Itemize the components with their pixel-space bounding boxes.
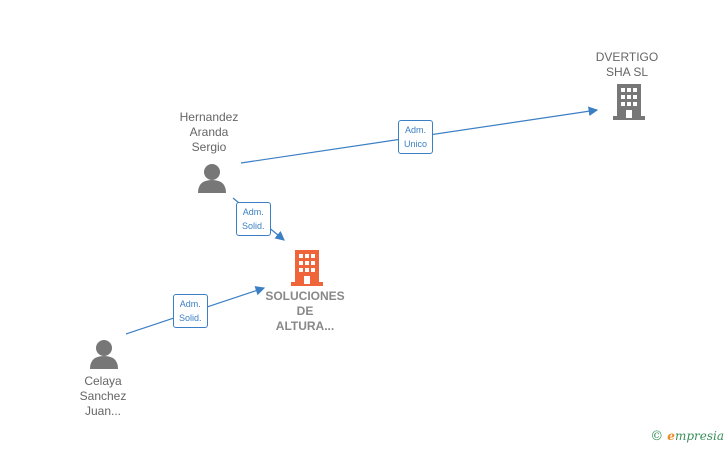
brand-name: mpresia (674, 429, 724, 443)
node-label-soluciones[interactable]: SOLUCIONES DE ALTURA... (265, 289, 345, 333)
person-icon[interactable] (196, 163, 228, 193)
building-icon[interactable] (613, 84, 645, 120)
copyright-symbol: © (650, 429, 664, 444)
brand-first-letter: e (667, 429, 675, 443)
edge-label-adm-solid-celaya: Adm. Solid. (173, 294, 208, 328)
edge-label-adm-solid-hernandez: Adm. Solid. (236, 202, 271, 236)
node-label-celaya: Celaya Sanchez Juan... (79, 374, 127, 418)
building-icon[interactable] (291, 250, 323, 286)
person-icon[interactable] (88, 339, 120, 369)
node-label-hernandez: Hernandez Aranda Sergio (179, 110, 239, 154)
node-label-dvertigo: DVERTIGO SHA SL (595, 50, 659, 79)
empresia-logo: ©empresia (650, 429, 724, 444)
edge-label-adm-unico: Adm. Unico (398, 120, 434, 154)
